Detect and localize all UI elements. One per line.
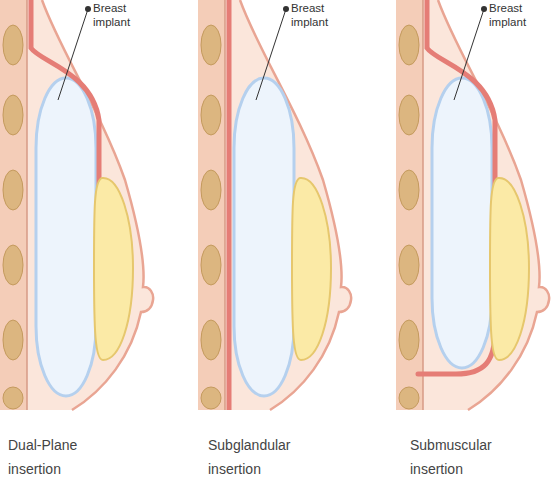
pectoral-muscle (31, 0, 99, 215)
leader-line (256, 6, 289, 100)
mammary-gland (490, 178, 529, 360)
chest-wall (0, 0, 153, 410)
callout-label: Breast implant (489, 1, 545, 29)
figure-caption: Subglandular insertion (208, 433, 312, 481)
mammary-gland (94, 178, 133, 360)
implant-shape (234, 78, 294, 396)
figure-caption: Submuscular insertion (410, 433, 514, 481)
implant-shape (432, 78, 492, 368)
implant-shape (36, 78, 96, 396)
leader-line (58, 6, 91, 100)
subglandular-figure (198, 0, 351, 410)
leader-line (454, 6, 487, 100)
pectoral-muscle (418, 0, 495, 374)
dual-plane-figure (0, 0, 153, 410)
figure-caption: Dual-Plane insertion (8, 433, 112, 481)
mammary-gland (292, 178, 331, 360)
chest-wall (198, 0, 351, 410)
callout-label: Breast implant (291, 1, 347, 29)
callout-label: Breast implant (93, 1, 149, 29)
submuscular-figure (396, 0, 549, 410)
pectoral-muscle (227, 0, 232, 410)
chest-wall (396, 0, 549, 410)
